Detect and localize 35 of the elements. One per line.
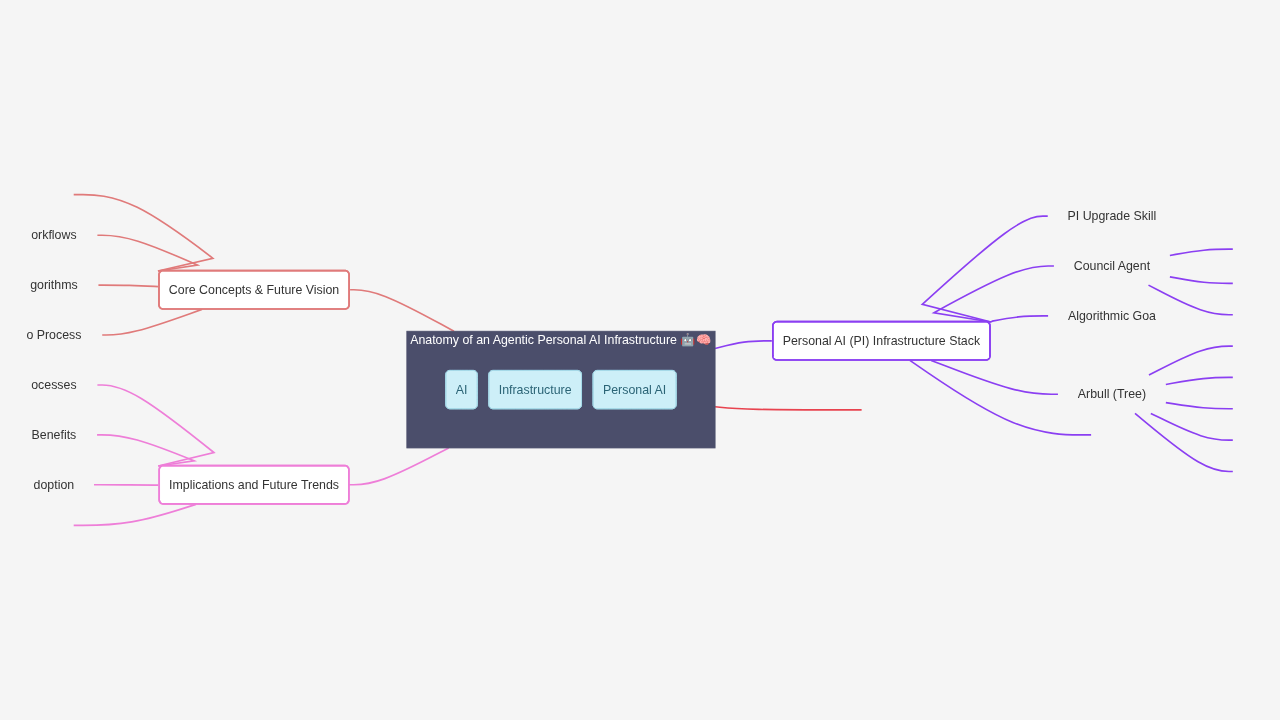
node-text: orkflows [31, 227, 77, 242]
node-text: doption [33, 477, 75, 492]
node-text: Council Agent [1073, 258, 1151, 273]
connector [72, 503, 197, 527]
node-text: PI Upgrade Skill [1067, 208, 1157, 223]
connector [1134, 412, 1234, 473]
connector [72, 193, 214, 272]
node-text: ocesses [31, 377, 77, 392]
node-text: Arbull (Tree) [1077, 386, 1147, 401]
connector [96, 234, 199, 272]
node-text: Benefits [31, 427, 77, 442]
connector [930, 359, 1059, 396]
connector [1148, 345, 1234, 376]
connector [1165, 376, 1234, 386]
connector [714, 340, 773, 350]
connector [714, 405, 863, 411]
connector [96, 384, 215, 467]
connector [348, 447, 450, 486]
node-text: Algorithmic Goa [1067, 308, 1156, 323]
connector [921, 215, 1049, 323]
connector [1169, 248, 1234, 257]
connector [101, 308, 203, 336]
node-text: o Process [26, 327, 82, 342]
connector [1149, 412, 1234, 441]
connector [933, 265, 1055, 323]
connector [1147, 284, 1234, 316]
connector [97, 284, 159, 288]
connector [349, 288, 455, 333]
node-text: gorithms [30, 277, 78, 292]
connector [93, 483, 159, 486]
connector [1169, 276, 1234, 285]
connector [1165, 401, 1234, 410]
connector [96, 434, 195, 467]
connector [909, 359, 1092, 436]
connector [990, 315, 1049, 323]
